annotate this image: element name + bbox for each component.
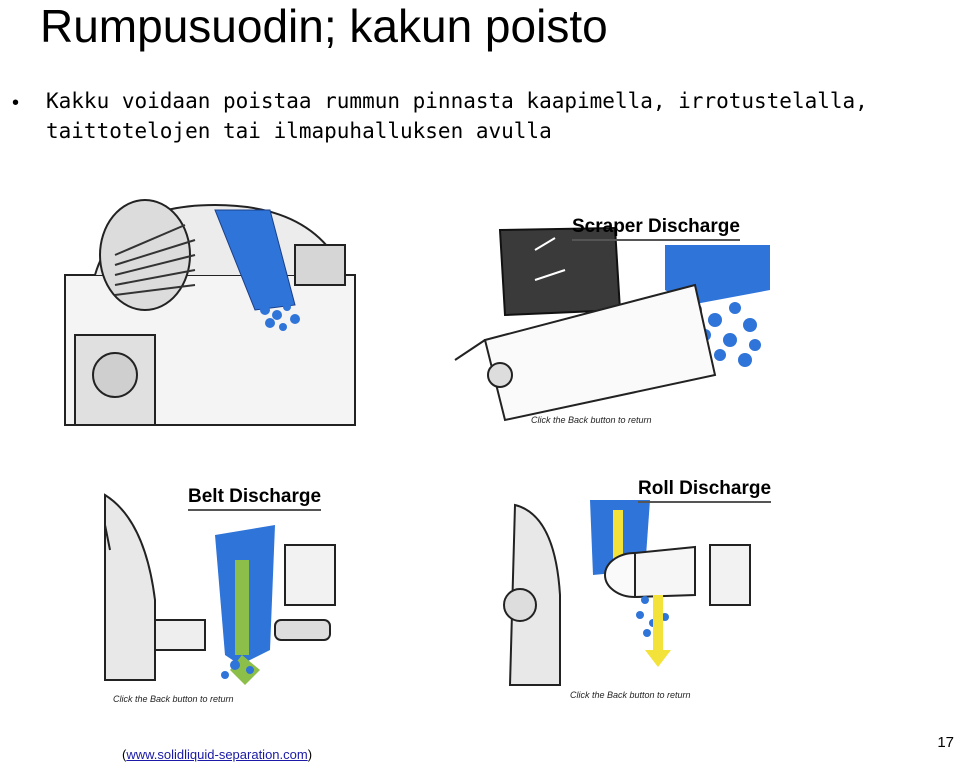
source-close-paren: ) [307, 747, 313, 762]
source-link[interactable]: www.solidliquid-separation.com [126, 747, 308, 762]
roll-discharge-label: Roll Discharge [638, 478, 772, 503]
roll-discharge-figure: Roll Discharge Click the Back button to … [475, 475, 795, 705]
belt-discharge-figure: Belt Discharge Click the Back button to … [75, 480, 355, 710]
page-number: 17 [937, 734, 954, 751]
belt-discharge-label: Belt Discharge [188, 486, 322, 511]
roll-back-note: Click the Back button to return [570, 690, 691, 700]
belt-back-note: Click the Back button to return [113, 694, 234, 704]
drum-filter-illustration [55, 185, 375, 455]
bullet-text: Kakku voidaan poistaa rummun pinnasta ka… [46, 89, 868, 143]
source-open-paren: ( [122, 747, 127, 762]
slide-title: Rumpusuodin; kakun poisto [40, 0, 608, 52]
scraper-discharge-figure: Scraper Discharge Click the Back button … [445, 210, 775, 430]
scraper-back-note: Click the Back button to return [531, 415, 652, 425]
scraper-discharge-label: Scraper Discharge [572, 216, 740, 241]
bullet-dot-icon: • [12, 92, 20, 114]
source-citation: (www.solidliquid-separation.com) [122, 747, 312, 762]
